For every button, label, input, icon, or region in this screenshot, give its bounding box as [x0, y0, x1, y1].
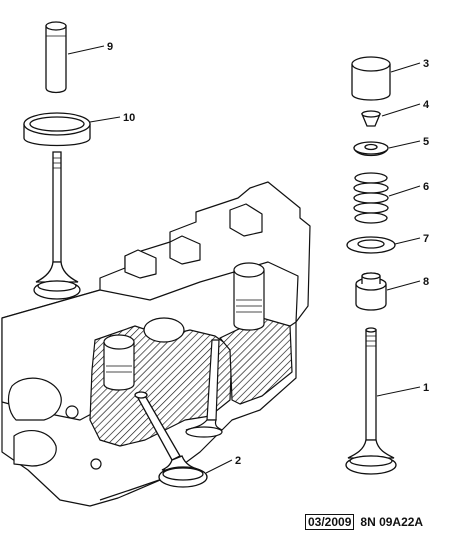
leader-lines — [67, 45, 421, 474]
callout-8: 8 — [423, 276, 429, 288]
valve-left — [33, 151, 81, 300]
tappet-part-3 — [351, 56, 391, 101]
callout-2: 2 — [235, 455, 241, 467]
valve-part-2 — [134, 391, 208, 488]
cylinder-head — [1, 181, 311, 507]
callout-6: 6 — [423, 181, 429, 193]
seat-ring-part-10 — [23, 112, 91, 147]
callout-3: 3 — [423, 58, 429, 70]
callout-10: 10 — [123, 112, 135, 124]
installed-tappet-left — [103, 334, 135, 391]
callout-5: 5 — [423, 136, 429, 148]
footer-date: 03/2009 — [305, 514, 355, 530]
valve-part-1 — [345, 327, 397, 475]
callout-labels: 9 10 3 4 5 6 7 8 1 2 — [107, 41, 430, 467]
footer-reference: 03/2009 8N 09A22A — [305, 514, 423, 530]
callout-1: 1 — [423, 382, 429, 394]
spring-retainer-part-5 — [353, 141, 389, 157]
stem-seal-part-8 — [355, 272, 387, 311]
cotter-part-4 — [361, 110, 381, 127]
callout-7: 7 — [423, 233, 429, 245]
footer-code: 8N 09A22A — [360, 515, 424, 529]
valve-spring-part-6 — [353, 172, 389, 224]
installed-valve-right — [185, 339, 223, 438]
installed-tappet-right — [233, 262, 265, 331]
callout-9: 9 — [107, 41, 113, 53]
spring-seat-part-7 — [346, 236, 396, 254]
callout-4: 4 — [423, 99, 430, 111]
valve-guide-part-9 — [45, 21, 67, 94]
